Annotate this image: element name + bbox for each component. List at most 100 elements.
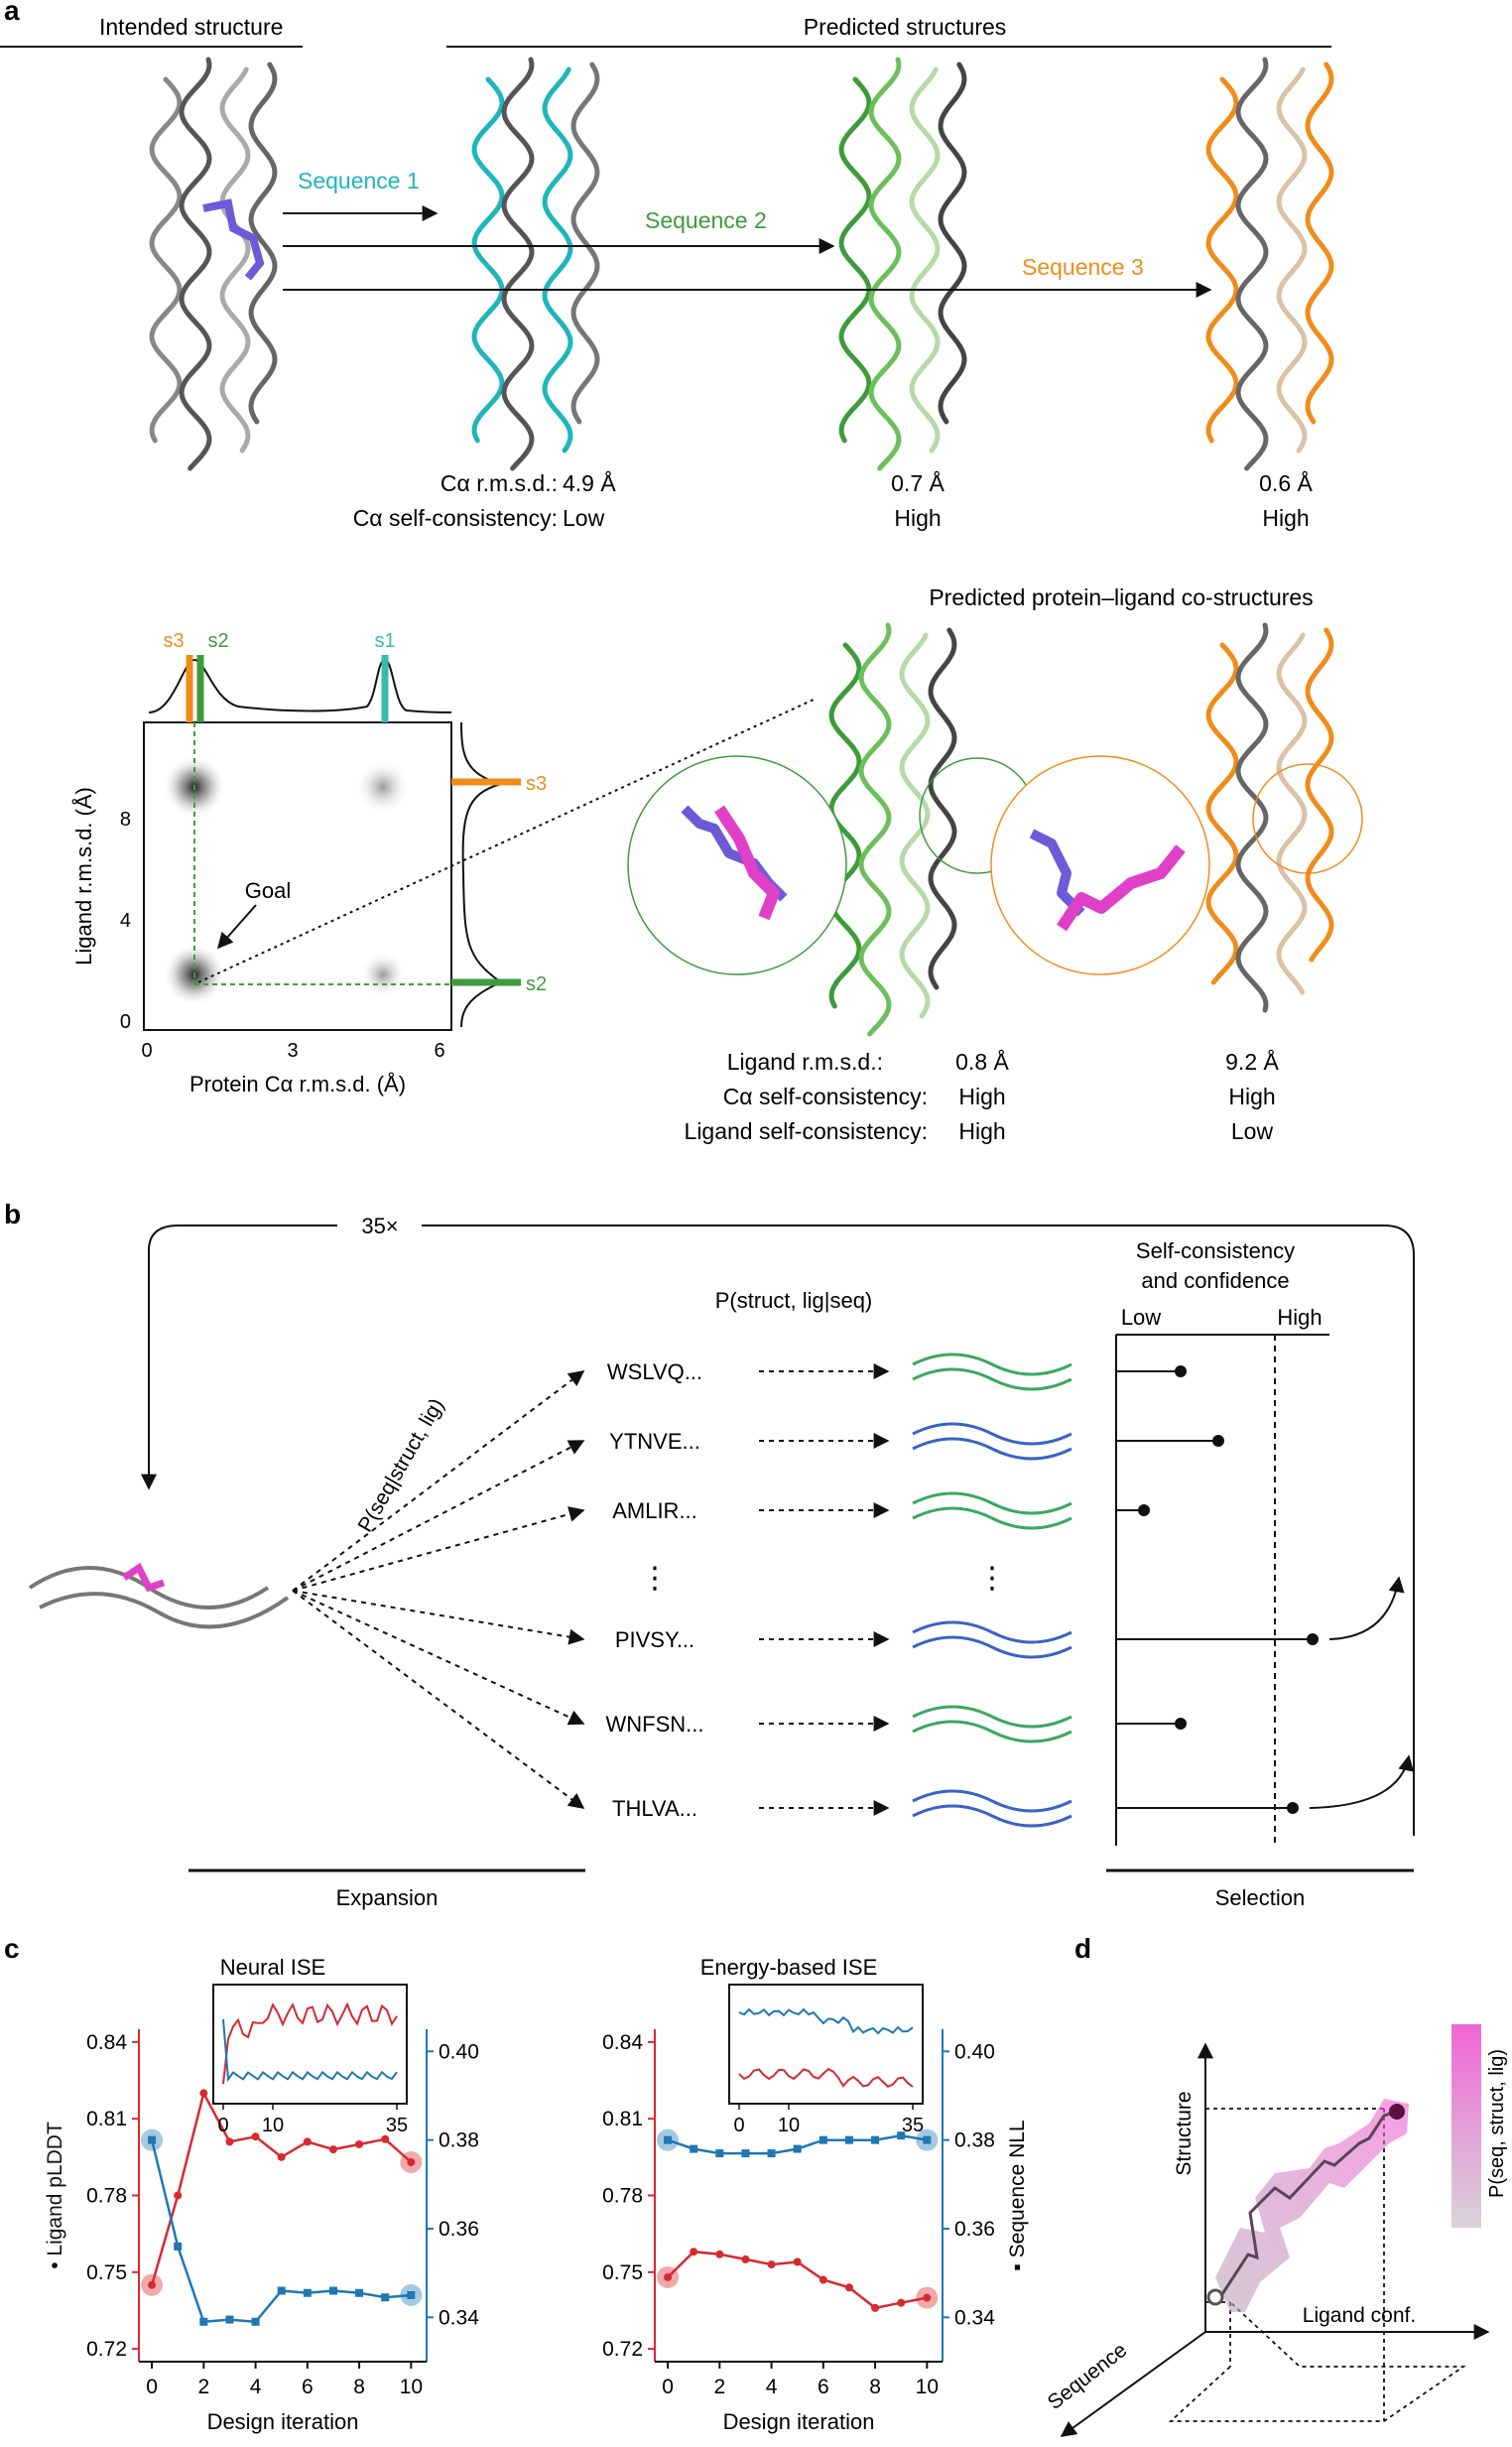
lig-rmsd-value-2: 9.2 Å [1225, 1048, 1279, 1075]
intended-helix-3 [219, 66, 251, 453]
nll-point [871, 2135, 880, 2144]
trajectory-band [1215, 2099, 1409, 2312]
ligand-axis-label: Ligand conf. [1303, 2304, 1416, 2327]
sequence-1-label: Sequence 1 [298, 168, 420, 193]
nll-point [407, 2291, 416, 2299]
nll-point [355, 2288, 364, 2297]
predicted-structures-title: Predicted structures [804, 14, 1007, 40]
nll-point [690, 2144, 698, 2153]
selfcons-value-2: High [894, 505, 941, 531]
right-tick-label: 0.38 [439, 2129, 479, 2152]
x-tick-0: 0 [141, 1040, 152, 1062]
ellipsis-structures: ⋮ [977, 1562, 1007, 1595]
x-tick-label: 2 [713, 2376, 725, 2398]
cos-green-helix-3 [899, 632, 931, 1019]
intended-helix-4 [248, 62, 278, 425]
expansion-arrow [292, 1590, 585, 1726]
zoom-circle-orange [990, 755, 1210, 975]
inset-nll-line [738, 2007, 914, 2035]
projection-lines [1168, 2108, 1466, 2422]
predicted-structure-thumb [912, 1705, 1072, 1743]
x-tick-label: 4 [250, 2376, 262, 2398]
expansion-arrow [292, 1506, 585, 1592]
seq1-helix-3 [542, 66, 573, 453]
x-tick-label: 6 [818, 2376, 829, 2398]
lig-rmsd-value-1: 0.8 Å [955, 1048, 1009, 1075]
trajectory-start [1206, 2288, 1224, 2306]
chart-title: Energy-based ISE [700, 1955, 878, 1980]
density-s1-b [359, 951, 407, 998]
rmsd-value-1: 4.9 Å [563, 469, 616, 496]
expansion-arrow [292, 1370, 585, 1592]
lig-self-value-2: Low [1231, 1118, 1274, 1144]
plddt-point [871, 2303, 880, 2312]
nll-point [251, 2317, 260, 2326]
plddt-point [225, 2137, 234, 2146]
seed-structure [28, 1566, 290, 1629]
trajectory-line [1218, 2110, 1398, 2298]
s3-label-right: s3 [526, 773, 547, 795]
x-tick-label: 6 [302, 2376, 314, 2398]
right-tick-label: 0.40 [439, 2040, 479, 2063]
sequence-3-label: Sequence 3 [1022, 254, 1144, 280]
plddt-point [174, 2191, 183, 2200]
ligand-self-label: Ligand self-consistency: [685, 1118, 928, 1144]
lig-self-value-1: High [958, 1118, 1005, 1144]
panel-label-c: c [4, 1933, 20, 1964]
nll-point [767, 2149, 776, 2158]
left-tick-label: 0.72 [86, 2338, 127, 2361]
x-tick-label: 4 [766, 2376, 778, 2398]
plddt-point [767, 2260, 776, 2269]
trajectory-end [1389, 2104, 1405, 2120]
ca-rmsd-label: Cα r.m.s.d.: [441, 470, 558, 496]
seq3-helix-3 [1276, 66, 1308, 453]
ca-self-value-2: High [1228, 1084, 1275, 1109]
marginal-y-curve [460, 721, 505, 1028]
cos-green-helix-4 [928, 627, 957, 990]
sequence-label: WSLVQ... [607, 1359, 702, 1384]
plddt-point [793, 2257, 802, 2266]
plddt-point [148, 2280, 157, 2289]
density-s1-a [355, 759, 411, 815]
plddt-point [690, 2248, 698, 2256]
expansion-label: Expansion [336, 1885, 439, 1910]
plddt-point [277, 2152, 286, 2161]
inset-plddt-line [738, 2067, 914, 2088]
seed-ligand [122, 1562, 166, 1593]
left-tick-label: 0.78 [86, 2185, 127, 2208]
structure-axis-text: Structure [1173, 2091, 1196, 2175]
loop-count: 35× [361, 1214, 398, 1238]
seq1-helix-4 [570, 62, 600, 425]
sequence-axis-text: Sequence [1044, 2339, 1132, 2414]
nll-point [199, 2317, 208, 2326]
selection-label: Selection [1215, 1885, 1306, 1910]
policy-label: P(seq|struct, lig) [354, 1394, 449, 1536]
x-tick-label: 0 [662, 2376, 674, 2398]
protein-helix-structures [149, 57, 1363, 1037]
panel-label-b: b [4, 1199, 21, 1229]
intended-structure-title: Intended structure [99, 14, 283, 40]
rmsd-value-2: 0.7 Å [891, 469, 945, 496]
ca-self-value-1: High [958, 1084, 1005, 1109]
left-tick-label: 0.81 [86, 2108, 127, 2130]
seq1-helix-2 [501, 57, 535, 471]
nll-point [328, 2286, 337, 2295]
predicted-structure-thumb [912, 1422, 1072, 1461]
selfcons-title-2: and confidence [1141, 1268, 1289, 1293]
cos-orange-helix-4 [1305, 627, 1334, 963]
x-axis-label: Protein Cα r.m.s.d. (Å) [189, 1072, 406, 1096]
sequence-label: THLVA... [612, 1796, 697, 1821]
zoom-dotted-line [197, 699, 815, 983]
predicted-structure-thumb [912, 1620, 1072, 1659]
zoom-circle-green [627, 755, 847, 975]
left-tick-label: 0.72 [602, 2338, 643, 2361]
policy-text: P(seq|struct, lig) [354, 1394, 449, 1536]
selfcons-title-1: Self-consistency [1136, 1238, 1295, 1263]
right-tick-label: 0.40 [954, 2040, 995, 2063]
predicted-structure-thumb [912, 1352, 1072, 1391]
nll-point [148, 2135, 157, 2144]
score-dot [1138, 1504, 1150, 1516]
ca-selfcons-label: Cα self-consistency: [353, 505, 558, 531]
x-tick-label: 2 [197, 2376, 209, 2398]
